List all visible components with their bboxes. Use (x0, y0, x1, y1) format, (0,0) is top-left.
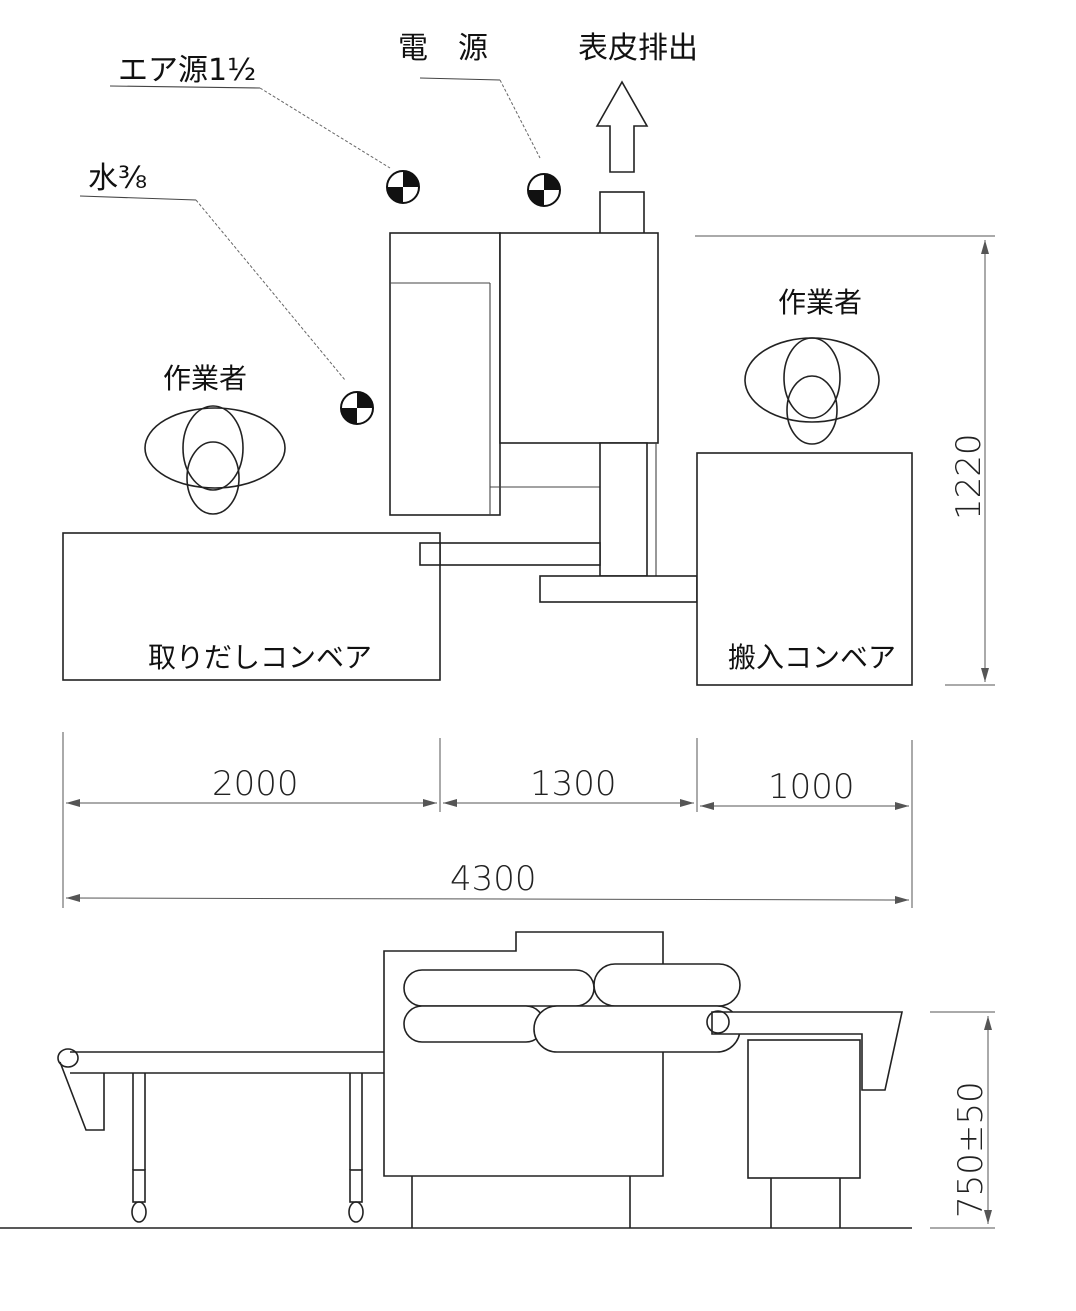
air-leader-line (259, 87, 391, 169)
infeed-conveyor-label: 搬入コンベア (728, 641, 896, 674)
water-label-underline (79, 195, 197, 201)
depth-dimension-text: 1220 (949, 433, 989, 520)
takeout-conveyor-inlet (419, 542, 441, 566)
air-label-underline (109, 85, 261, 89)
power-label: 電 源 (398, 31, 488, 66)
depth-arrow-bottom (981, 668, 989, 682)
water-connection-symbol (340, 391, 374, 425)
takeout-conveyor-label: 取りだしコンベア (148, 641, 372, 674)
dim-1000-text: 1000 (768, 767, 855, 807)
water-label: 水⅜ (88, 161, 147, 196)
dim-2000-arrow-left (66, 799, 80, 807)
infeed-conveyor-plan (696, 452, 913, 686)
operator-left-label: 作業者 (163, 362, 247, 395)
air-source-label: エア源1½ (118, 53, 256, 88)
power-connection-symbol (527, 173, 561, 207)
dim-1300-arrow-left (443, 799, 457, 807)
height-arrow-bottom (984, 1210, 992, 1224)
takeout-conveyor-side (57, 1048, 433, 1223)
dim-4300-arrow-right (895, 896, 909, 904)
operator-right-figure (744, 337, 880, 445)
depth-arrow-top (981, 240, 989, 254)
takeout-conveyor-plan (62, 532, 441, 681)
skin-discharge-arrow (595, 80, 649, 173)
water-leader-line (195, 199, 346, 381)
machine-right-body (499, 232, 659, 444)
dim-1000-arrow-right (895, 802, 909, 810)
machine-side (383, 931, 741, 1228)
dim-2000-text: 2000 (212, 764, 299, 804)
power-leader-line (499, 79, 541, 159)
machine-base-plate (539, 575, 698, 603)
machine-left-body (389, 232, 501, 516)
dim-line-4300 (65, 897, 910, 901)
power-label-underline (419, 77, 501, 81)
dim-1300-text: 1300 (530, 764, 617, 804)
transfer-chute (419, 542, 601, 566)
infeed-conveyor-side (706, 1010, 903, 1228)
dim-2000-arrow-right (423, 799, 437, 807)
operator-left-figure (144, 405, 286, 515)
height-arrow-top (984, 1016, 992, 1030)
operator-right-label: 作業者 (778, 286, 862, 319)
air-connection-symbol (386, 170, 420, 204)
machine-column (599, 442, 648, 577)
skin-out-label: 表皮排出 (578, 31, 698, 66)
dim-4300-arrow-left (66, 894, 80, 902)
discharge-chute (599, 191, 645, 235)
dim-1300-arrow-right (680, 799, 694, 807)
dim-4300-text: 4300 (450, 859, 537, 899)
dim-1000-arrow-left (700, 802, 714, 810)
height-dimension-text: 750±50 (951, 1081, 991, 1218)
